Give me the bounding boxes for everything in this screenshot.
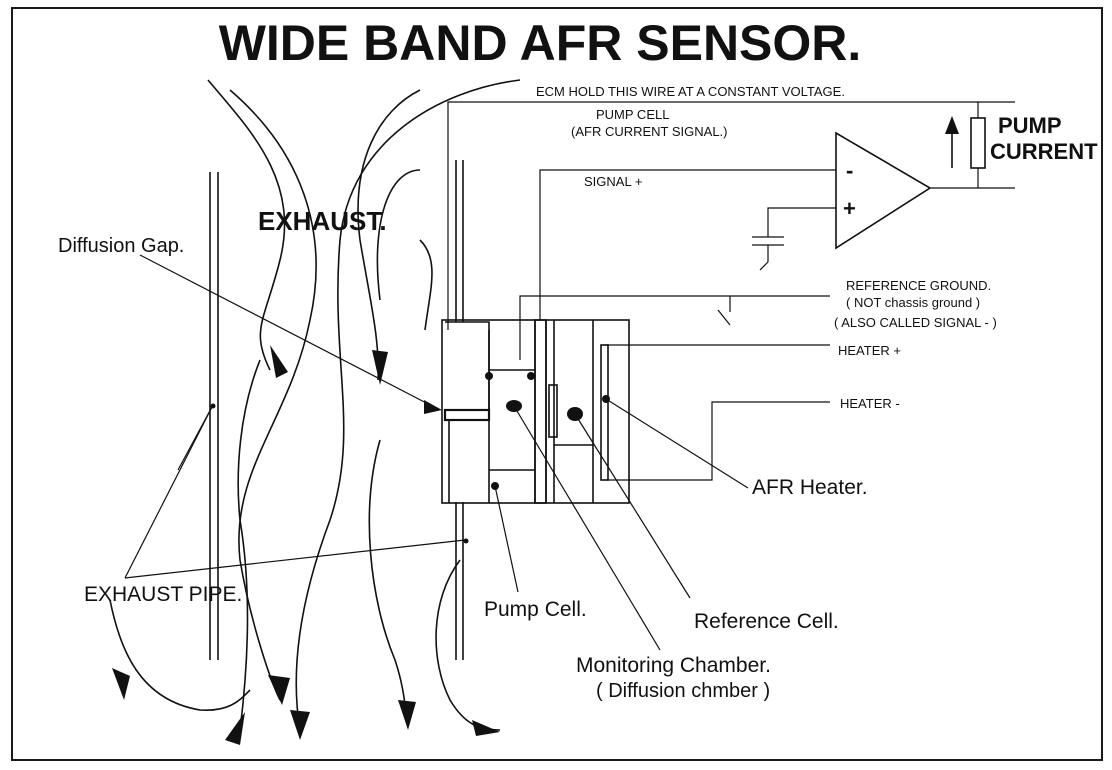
flow-line — [368, 439, 409, 726]
exhaust-flow-lines — [109, 79, 521, 745]
monitoring-chamber-label: Monitoring Chamber. — [576, 654, 771, 677]
pump-cell-signal-label: PUMP CELL — [596, 107, 669, 122]
flow-arrowhead-icon — [372, 350, 388, 385]
exhaust-pipe-left-wall — [209, 172, 219, 660]
diagram-frame — [11, 7, 1103, 761]
signal-plus-label: SIGNAL + — [584, 174, 642, 189]
flow-line — [357, 89, 421, 381]
flow-arrowhead-icon — [112, 668, 130, 700]
afr-heater-label: AFR Heater. — [752, 476, 868, 499]
flow-arrowhead-icon — [472, 720, 500, 736]
exhaust-label: EXHAUST. — [258, 206, 387, 236]
heater-plus-label: HEATER + — [838, 343, 901, 358]
pump-current-resistor-icon — [970, 102, 986, 188]
flow-arrowhead-icon — [270, 345, 288, 378]
current-arrow-icon — [945, 116, 959, 168]
flow-arrowhead-icon — [268, 675, 290, 705]
flow-arrowhead-icon — [398, 700, 416, 730]
pointer-lines — [124, 254, 749, 651]
flow-line — [295, 79, 521, 731]
flow-arrowhead-icon — [225, 712, 245, 745]
sensor-body — [441, 319, 630, 504]
pump-current-label: PUMP — [998, 113, 1062, 138]
reference-ground-label: REFERENCE GROUND. — [846, 278, 991, 293]
diagram-title: WIDE BAND AFR SENSOR. — [219, 15, 862, 71]
exhaust-pipe-right-wall — [455, 160, 464, 660]
reference-cell-label: Reference Cell. — [694, 610, 839, 633]
exhaust-pipe-label: EXHAUST PIPE. — [84, 583, 242, 606]
flow-line — [419, 239, 433, 331]
pump-cell-signal-sublabel: (AFR CURRENT SIGNAL.) — [571, 124, 728, 139]
heater-minus-wire — [606, 401, 830, 481]
opamp-plus-sign: + — [843, 196, 856, 221]
flow-line — [376, 169, 421, 301]
wiring — [447, 101, 1015, 481]
reference-ground-wire — [519, 295, 830, 360]
reference-ground-alias: ( ALSO CALLED SIGNAL - ) — [834, 315, 997, 330]
diffusion-gap-label: Diffusion Gap. — [58, 235, 184, 257]
heater-minus-label: HEATER - — [840, 396, 900, 411]
pump-cell-label: Pump Cell. — [484, 598, 587, 621]
flow-line — [435, 559, 501, 731]
pump-current-sublabel: CURRENT — [990, 139, 1098, 164]
monitoring-chamber-sublabel: ( Diffusion chmber ) — [596, 680, 770, 702]
flow-line — [237, 359, 261, 731]
reference-ground-note: ( NOT chassis ground ) — [846, 295, 980, 310]
flow-line — [229, 89, 317, 701]
ecm-wire — [447, 101, 1015, 330]
opamp-minus-sign: - — [846, 158, 853, 183]
pump-signal-wire — [539, 169, 836, 320]
ecm-note: ECM HOLD THIS WIRE AT A CONSTANT VOLTAGE… — [536, 84, 845, 99]
op-amp-icon: - + — [835, 131, 1015, 250]
flow-arrowhead-icon — [290, 710, 310, 740]
flow-line — [207, 79, 286, 371]
flow-line — [109, 599, 251, 711]
